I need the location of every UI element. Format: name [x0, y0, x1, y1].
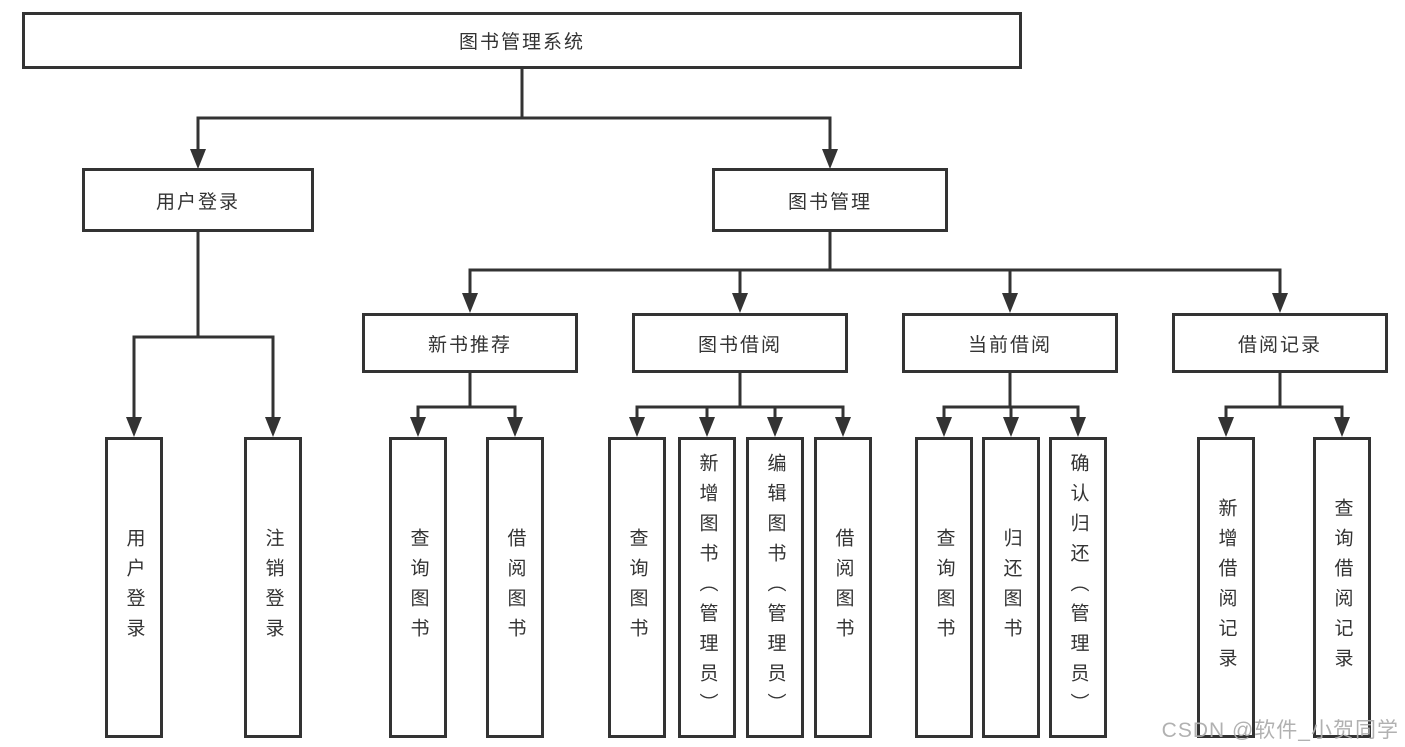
leaf-records-add-record: 新增借阅记录 [1197, 437, 1255, 738]
leaf-logout: 注销登录 [244, 437, 302, 738]
leaf-borrow-edit-book-admin: 编辑图书（管理员） [746, 437, 804, 738]
node-borrow-records: 借阅记录 [1172, 313, 1388, 373]
leaf-label: 编辑图书（管理员） [764, 452, 786, 723]
leaf-label: 归还图书 [1000, 527, 1022, 648]
leaf-borrow-add-book-admin: 新增图书（管理员） [678, 437, 736, 738]
leaf-label: 新增借阅记录 [1215, 497, 1237, 678]
leaf-label: 借阅图书 [832, 527, 854, 648]
leaf-current-confirm-return-admin: 确认归还（管理员） [1049, 437, 1107, 738]
leaf-recommend-query-book: 查询图书 [389, 437, 447, 738]
csdn-watermark: CSDN @软件_小贺同学 [1161, 719, 1399, 742]
node-current-borrow: 当前借阅 [902, 313, 1118, 373]
leaf-current-return-book: 归还图书 [982, 437, 1040, 738]
connector-recommend-to-leaves [410, 373, 523, 437]
connector-borrow-to-leaves [629, 373, 851, 437]
leaf-label: 注销登录 [262, 527, 284, 648]
node-root: 图书管理系统 [22, 12, 1022, 69]
connector-records-to-leaves [1218, 373, 1350, 437]
leaf-borrow-lend-book: 借阅图书 [814, 437, 872, 738]
leaf-label: 查询图书 [626, 527, 648, 648]
leaf-current-query-book: 查询图书 [915, 437, 973, 738]
connector-manage-to-level3 [462, 232, 1288, 313]
node-user-login: 用户登录 [82, 168, 314, 232]
node-book-borrow: 图书借阅 [632, 313, 848, 373]
connector-login-to-leaves [126, 232, 281, 437]
leaf-label: 查询借阅记录 [1331, 497, 1353, 678]
leaf-label: 用户登录 [123, 527, 145, 648]
leaf-label: 确认归还（管理员） [1067, 452, 1089, 723]
leaf-label: 查询图书 [933, 527, 955, 648]
node-book-manage: 图书管理 [712, 168, 948, 232]
leaf-label: 新增图书（管理员） [696, 452, 718, 723]
leaf-user-login: 用户登录 [105, 437, 163, 738]
node-new-book-recommend: 新书推荐 [362, 313, 578, 373]
connector-current-to-leaves [936, 373, 1086, 437]
connector-root-to-level2 [190, 69, 838, 169]
leaf-label: 查询图书 [407, 527, 429, 648]
leaf-label: 借阅图书 [504, 527, 526, 648]
leaf-records-query-record: 查询借阅记录 [1313, 437, 1371, 738]
leaf-borrow-query-book: 查询图书 [608, 437, 666, 738]
leaf-recommend-borrow-book: 借阅图书 [486, 437, 544, 738]
